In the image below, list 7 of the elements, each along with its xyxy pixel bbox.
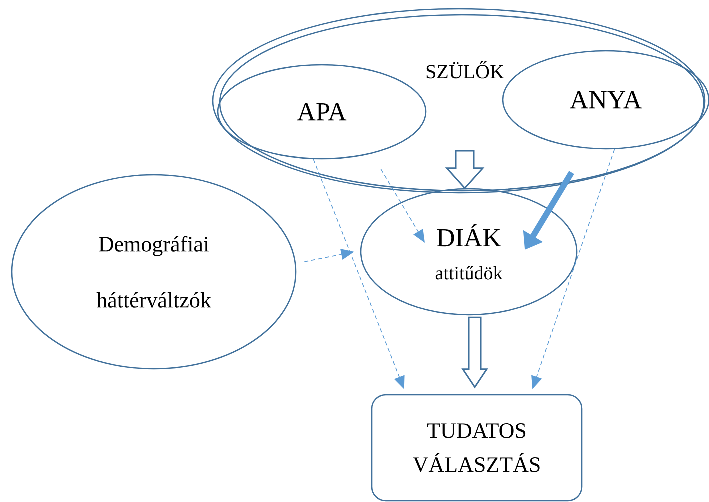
ellipse-node: Demográfiai háttérváltzók	[11, 174, 297, 370]
block-arrow	[462, 316, 488, 389]
ellipse-node: APA	[217, 64, 427, 160]
dashed-arrow	[380, 168, 425, 243]
rounded-box: TUDATOS VÁLASZTÁS	[371, 394, 583, 502]
block-arrow	[445, 150, 485, 190]
ellipse-node: DIÁK attitűdök	[360, 188, 578, 316]
